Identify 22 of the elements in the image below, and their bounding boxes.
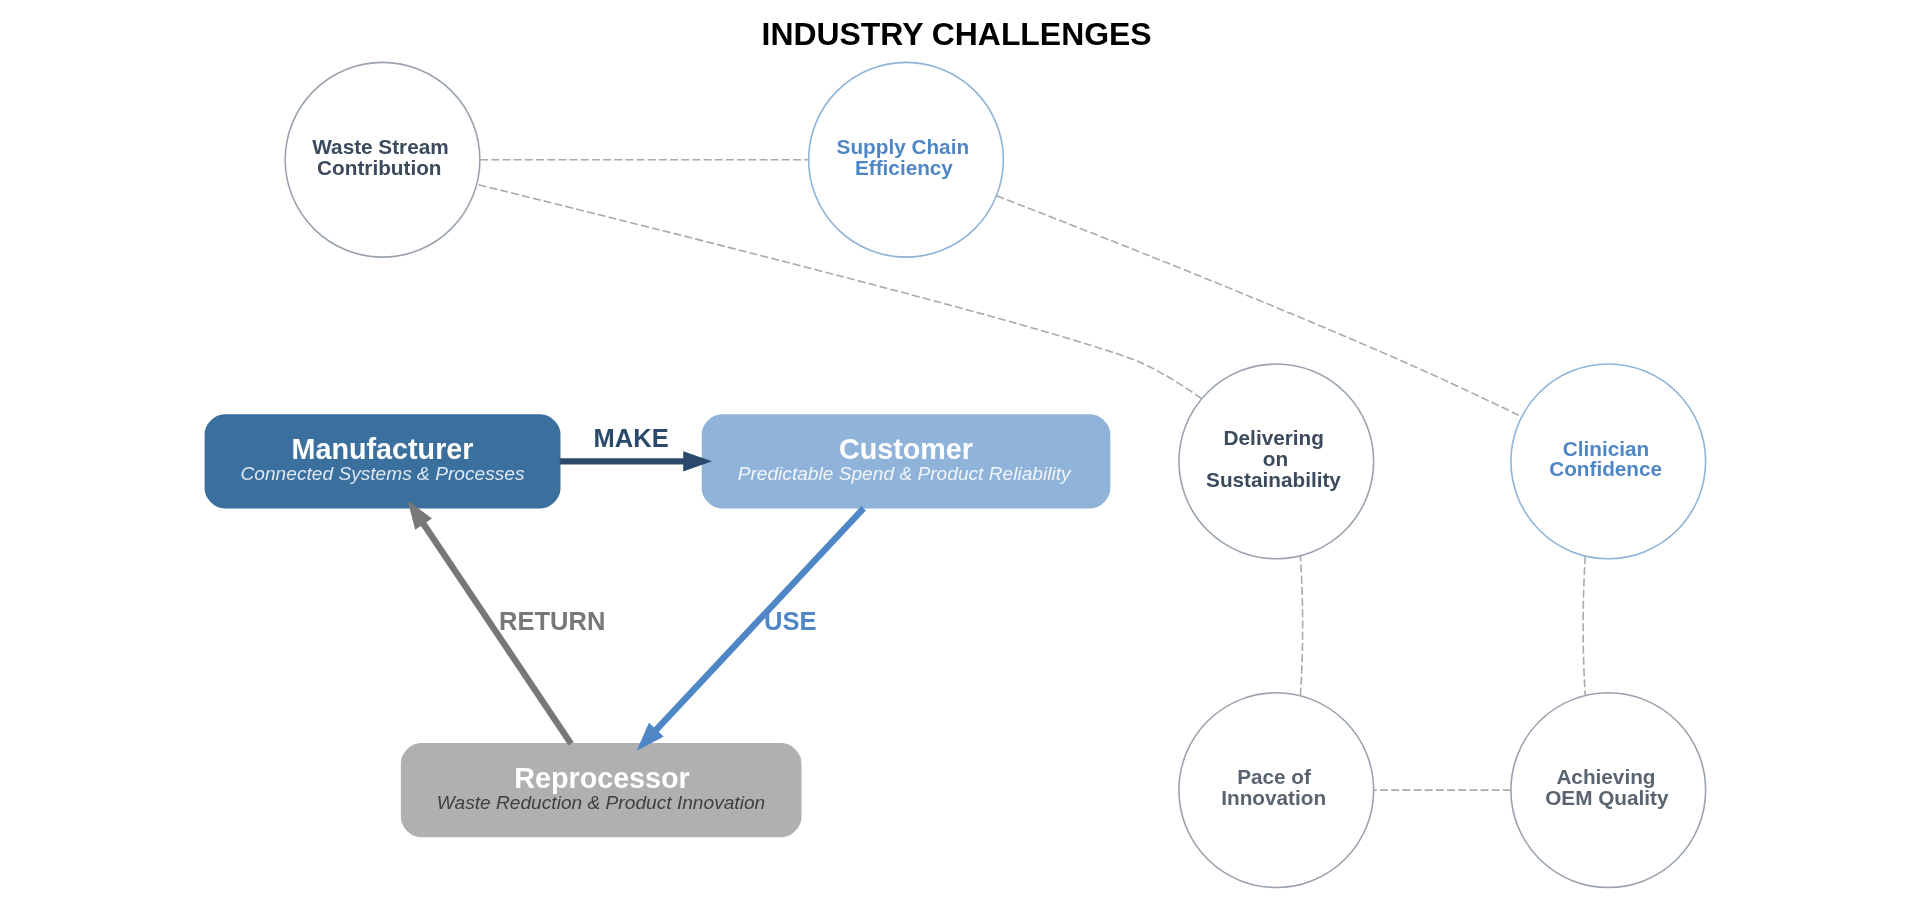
node-circle: Achieving OEM Quality — [1509, 692, 1706, 889]
node-circle: Supply Chain Efficiency — [807, 61, 1004, 258]
arrow — [559, 451, 712, 472]
connector — [1372, 789, 1512, 791]
connector — [1581, 555, 1586, 697]
node-box: Customer Predictable Spend & Product Reliability — [701, 414, 1110, 509]
node-circle: Pace of Innovation — [1177, 692, 1374, 889]
arrow — [407, 500, 574, 746]
connector — [478, 158, 809, 161]
diagram-title: INDUSTRY CHALLENGES — [761, 15, 1152, 52]
connector — [1299, 555, 1303, 697]
edge-label: RETURN — [498, 607, 605, 636]
edge-label: USE — [763, 607, 816, 636]
connector — [475, 183, 1202, 400]
node-box: Reprocessor Waste Reduction & Product Innovation — [400, 743, 801, 838]
node-circle: Clinician Confidence — [1509, 363, 1706, 560]
arrow — [636, 506, 866, 751]
node-circle: Waste Stream Contribution — [283, 61, 481, 258]
edge-label: MAKE — [593, 423, 669, 452]
node-box: Manufacturer Connected Systems & Processes — [204, 414, 560, 509]
connector — [995, 195, 1522, 418]
node-circle: Delivering on Sustainability — [1177, 363, 1374, 560]
